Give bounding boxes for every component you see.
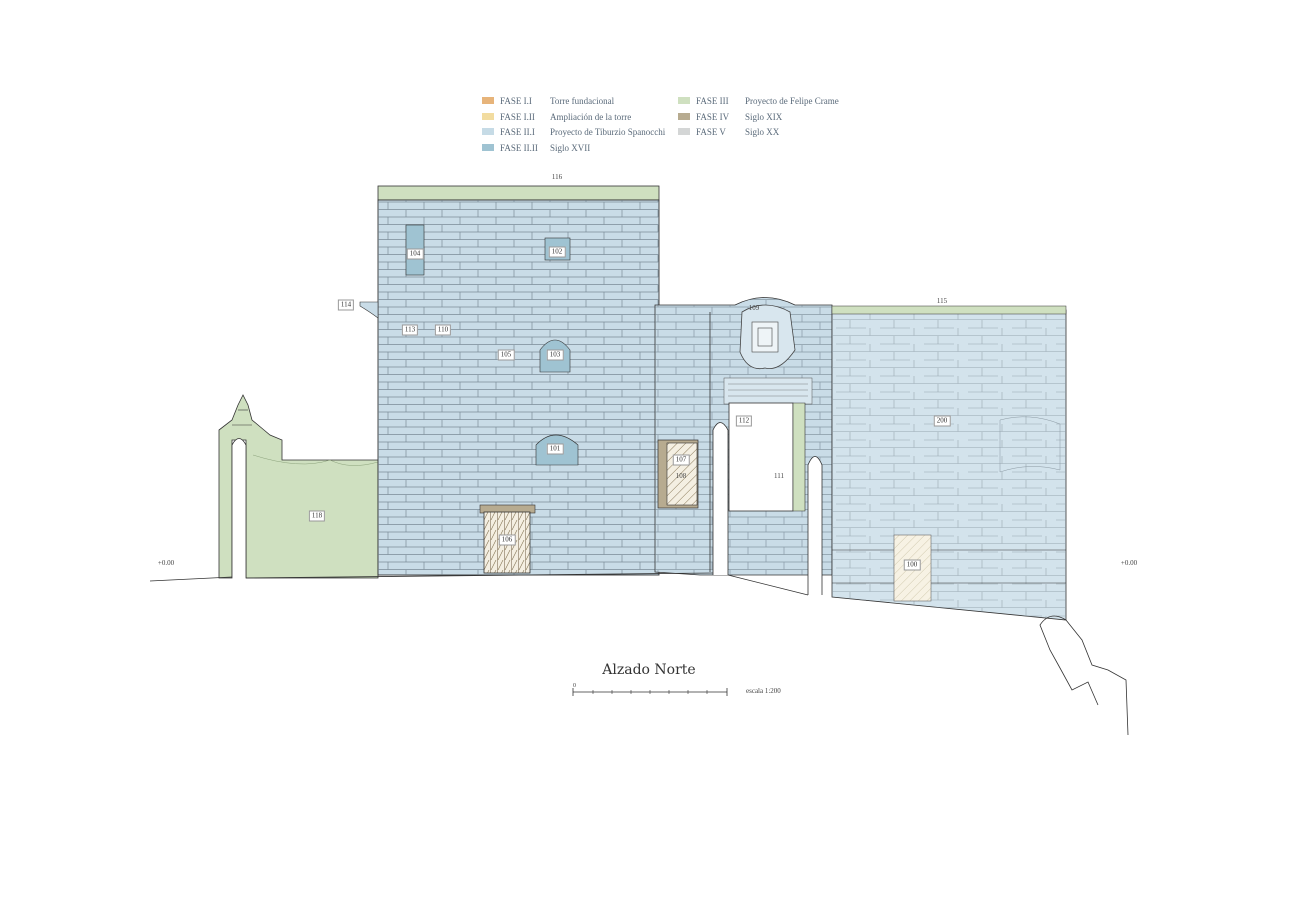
legend-desc: Proyecto de Tiburzio Spanocchi <box>550 127 666 137</box>
sentry-tower <box>218 394 379 579</box>
scale-zero-label: 0 <box>573 683 576 689</box>
legend-code: FASE IV <box>696 112 730 122</box>
ground-line <box>149 572 1129 736</box>
unit-label: 113 <box>401 324 419 336</box>
legend-swatch <box>678 113 690 120</box>
level-mark-right: +0.00 <box>1120 559 1138 567</box>
legend-desc: Siglo XIX <box>745 112 783 122</box>
legend-desc: Siglo XX <box>745 127 780 137</box>
gatehouse <box>654 297 833 576</box>
legend-swatch <box>482 97 494 104</box>
unit-label: 111 <box>774 472 784 480</box>
scale-bar <box>572 688 728 696</box>
legend-desc: Proyecto de Felipe Crame <box>745 96 839 106</box>
drawing-title: Alzado Norte <box>602 662 696 678</box>
legend-desc: Siglo XVII <box>550 143 591 153</box>
legend-desc: Ampliación de la torre <box>550 112 632 122</box>
unit-label: 106 <box>498 534 516 546</box>
legend-code: FASE I.I <box>500 96 532 106</box>
unit-label: 115 <box>936 297 948 305</box>
legend-swatch <box>678 97 690 104</box>
legend-desc: Torre fundacional <box>550 96 615 106</box>
legend-code: FASE I.II <box>500 112 535 122</box>
legend-code: FASE II.I <box>500 127 535 137</box>
unit-label: 114 <box>337 299 355 311</box>
legend-swatch <box>482 113 494 120</box>
unit-label: 104 <box>406 248 424 260</box>
unit-label: 100 <box>903 559 921 571</box>
level-mark-left: +0.00 <box>157 559 175 567</box>
unit-label: 116 <box>551 173 563 181</box>
unit-label: 200 <box>933 415 951 427</box>
unit-label: 110 <box>434 324 452 336</box>
legend-swatch <box>482 128 494 135</box>
unit-label: 108 <box>675 472 687 480</box>
legend-code: FASE V <box>696 127 726 137</box>
unit-label: 101 <box>546 443 564 455</box>
legend-swatch <box>678 128 690 135</box>
unit-label: 118 <box>308 510 326 522</box>
unit-label: 102 <box>548 246 566 258</box>
scale-label: escala 1:200 <box>746 687 781 695</box>
legend-code: FASE II.II <box>500 143 538 153</box>
unit-label: 112 <box>735 415 753 427</box>
unit-label: 107 <box>672 454 690 466</box>
unit-label: 109 <box>748 304 760 312</box>
unit-label: 105 <box>497 349 515 361</box>
right-wall <box>807 305 1067 621</box>
legend-code: FASE III <box>696 96 729 106</box>
unit-label: 103 <box>546 349 564 361</box>
legend-swatch <box>482 144 494 151</box>
